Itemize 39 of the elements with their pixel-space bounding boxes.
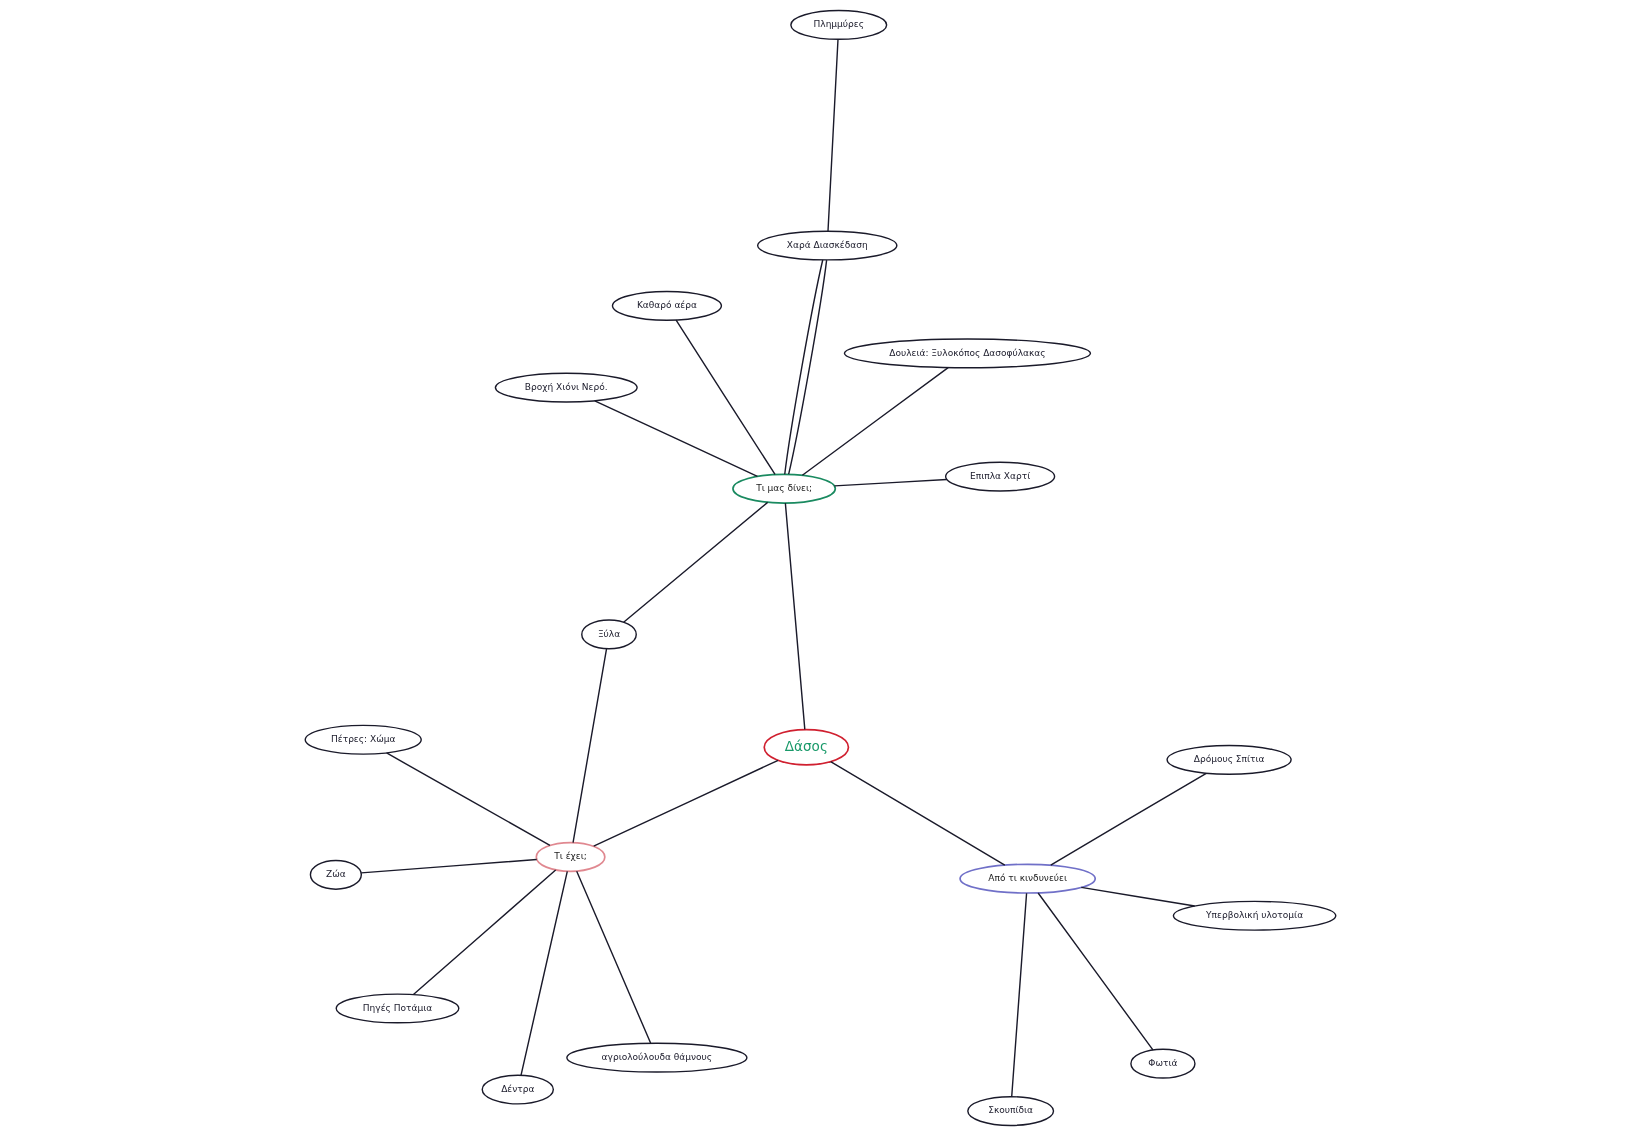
connector (826, 38, 839, 232)
node-ellipse: Βροχή Χιόνι Νερό. (494, 372, 638, 403)
connector (784, 502, 805, 731)
connector (833, 478, 948, 487)
connector (829, 760, 1005, 866)
node-ellipse: Χαρά Διασκέδαση (756, 230, 898, 261)
connector (1010, 892, 1027, 1098)
node-ellipse: Δρόμους Σπίτια (1165, 744, 1292, 775)
connector (592, 759, 779, 847)
node-ellipse: Πέτρες: Χώμα (304, 724, 422, 755)
connector (674, 319, 776, 476)
connector (360, 858, 537, 874)
node-ellipse: Καθαρό αέρα (611, 290, 722, 321)
node-ellipse: Ξύλα (580, 619, 637, 650)
connector (412, 869, 556, 996)
node-ellipse: Τι μας δίνει; (731, 473, 836, 504)
node-ellipse: Επιπλα Χαρτί (944, 461, 1055, 492)
node-ellipse: αγριολούλουδα θάμνους (565, 1042, 748, 1073)
connector (622, 501, 768, 623)
node-ellipse: Πλημμύρες (789, 9, 887, 40)
node-ellipse: Ζώα (309, 859, 362, 890)
node-ellipse: Δάσος (762, 728, 849, 766)
connector (385, 752, 551, 846)
node-ellipse: Δέντρα (481, 1074, 554, 1105)
node-ellipse: Υπερβολική υλοτομία (1172, 900, 1336, 931)
node-ellipse: Σκουπίδια (966, 1096, 1054, 1127)
node-ellipse: Τι έχει; (534, 841, 606, 873)
node-ellipse: Φωτιά (1129, 1048, 1196, 1079)
connector (519, 870, 568, 1076)
connector (575, 870, 651, 1044)
node-ellipse: Πηγές Ποτάμια (335, 993, 459, 1024)
connector (1049, 772, 1207, 866)
connector (801, 366, 949, 476)
connector (571, 648, 607, 844)
connector (1080, 886, 1195, 907)
node-ellipse: Δουλειά: Ξυλοκόπος Δασοφύλακας (843, 338, 1091, 369)
connector (1036, 892, 1154, 1051)
node-ellipse: Από τι κινδυνεύει (958, 863, 1096, 894)
connector (593, 400, 758, 477)
